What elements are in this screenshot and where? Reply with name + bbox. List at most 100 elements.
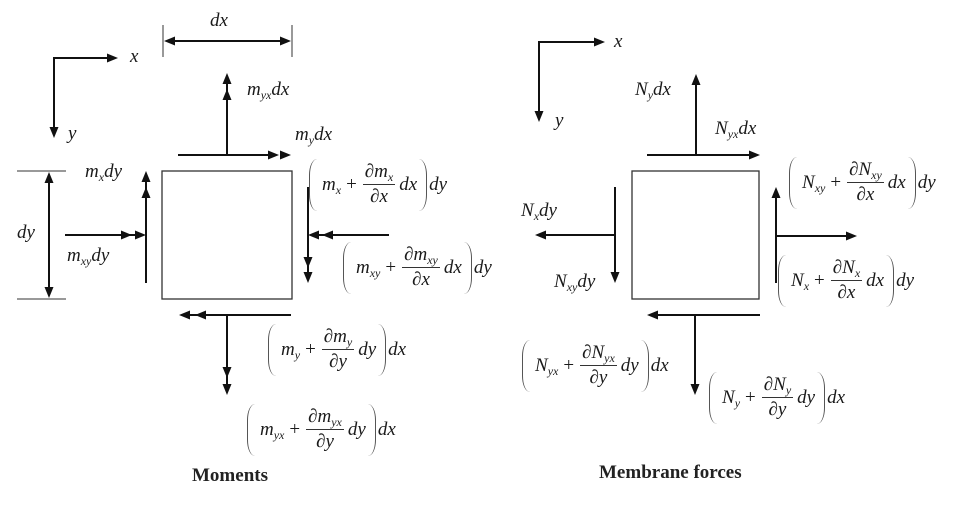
numerator-symbol: m (374, 161, 388, 182)
label-nyx-dx: Nyxdx (715, 118, 756, 140)
base-symbol: N (791, 270, 804, 291)
label-differential: dy (104, 161, 122, 182)
inner-differential: dx (399, 174, 418, 195)
denominator-variable: y (598, 367, 608, 388)
left-paren (709, 372, 717, 424)
inner-differential: dy (620, 355, 639, 376)
moments-axis-x-label: x (130, 46, 139, 67)
formula-myx-increment: myx + ∂myx ∂y dy dx (247, 402, 396, 458)
left-paren (522, 340, 530, 392)
base-subscript: yx (547, 364, 559, 378)
mx-dy-arrowhead-outer (141, 171, 151, 182)
numerator-subscript: x (387, 170, 394, 184)
fraction-numerator: ∂Ny (761, 374, 794, 398)
label-symbol: N (715, 118, 728, 139)
base-symbol: N (722, 387, 735, 408)
denominator-variable: y (325, 431, 334, 452)
left-paren (247, 404, 255, 456)
my-increment-arrowhead-inner (195, 310, 206, 320)
inner-differential: dy (797, 387, 816, 408)
plus-sign: + (385, 257, 397, 278)
membrane-forces-caption: Membrane forces (599, 462, 742, 483)
partial-symbol: ∂ (316, 431, 326, 452)
left-paren (343, 242, 351, 294)
left-paren (309, 159, 317, 211)
numerator-symbol: N (773, 374, 786, 395)
inner-differential: dx (866, 270, 885, 291)
label-symbol: m (295, 124, 309, 145)
label-differential: dy (539, 200, 557, 221)
moments-y-axis-arrowhead (49, 127, 59, 138)
denominator-variable: x (421, 269, 430, 290)
partial-derivative-fraction: ∂Nxy ∂x (847, 159, 884, 207)
mx-dy-arrowhead-inner (141, 187, 151, 198)
dy-dimension-arrowhead-top (44, 172, 54, 183)
plus-sign: + (745, 387, 756, 408)
partial-symbol: ∂ (763, 374, 774, 395)
nyx-increment-arrowhead (647, 310, 658, 320)
fraction-numerator: ∂Nxy (847, 159, 884, 183)
numerator-symbol: m (317, 406, 332, 427)
label-mxy-dy: mxydy (67, 245, 109, 267)
outer-differential: dy (429, 174, 448, 195)
partial-symbol: ∂ (837, 282, 847, 303)
base-symbol: N (535, 355, 548, 376)
base-subscript: y (734, 396, 741, 410)
plus-sign: + (830, 172, 842, 193)
label-symbol: N (635, 79, 648, 100)
right-paren (908, 157, 916, 209)
fraction-numerator: ∂mx (362, 161, 396, 185)
nxy-increment-arrowhead (771, 187, 781, 198)
fraction-numerator: ∂mxy (402, 244, 440, 268)
base-subscript: y (294, 348, 301, 362)
plus-sign: + (814, 270, 825, 291)
formula-base-term: myx (260, 419, 284, 441)
my-dx-arrowhead-outer (280, 150, 291, 160)
partial-symbol: ∂ (323, 326, 334, 347)
mx-increment-arrowhead-outer (303, 272, 313, 283)
mxy-increment-arrowhead-inner (322, 230, 333, 240)
formula-my-increment: my + ∂my ∂y dy dx (268, 322, 406, 378)
myx-increment-arrowhead-outer (222, 384, 232, 395)
partial-symbol: ∂ (404, 244, 414, 265)
formula-base-term: mx (322, 174, 341, 196)
membrane-x-axis-arrowhead (594, 37, 605, 47)
base-subscript: xy (814, 181, 826, 195)
label-myx-dx: myxdx (247, 79, 289, 101)
membrane-y-axis-arrowhead (534, 111, 544, 122)
fraction-denominator: ∂y (767, 398, 789, 422)
outer-differential: dx (827, 387, 846, 408)
fraction-denominator: ∂y (327, 350, 349, 374)
numerator-subscript: y (346, 335, 353, 349)
ny-dx-arrowhead (691, 74, 701, 85)
numerator-symbol: N (591, 342, 605, 363)
outer-differential: dy (917, 172, 936, 193)
base-symbol: m (322, 174, 336, 195)
fraction-denominator: ∂x (368, 185, 390, 209)
base-symbol: m (260, 419, 274, 440)
formula-mxy-increment: mxy + ∂mxy ∂x dx dy (343, 240, 492, 296)
outer-differential: dy (473, 257, 492, 278)
label-differential: dx (271, 79, 290, 100)
moments-panel-geometry (17, 25, 389, 395)
numerator-symbol: N (858, 159, 872, 180)
fraction-numerator: ∂myx (306, 406, 344, 430)
label-mx-dy: mxdy (85, 161, 122, 183)
label-subscript: yx (727, 127, 739, 141)
numerator-symbol: m (333, 326, 347, 347)
inner-differential: dy (347, 419, 366, 440)
numerator-subscript: xy (427, 253, 438, 267)
moments-caption: Moments (192, 465, 268, 486)
numerator-subscript: x (854, 266, 861, 280)
base-symbol: N (802, 172, 815, 193)
outer-differential: dy (896, 270, 915, 291)
formula-base-term: Nxy (802, 172, 825, 194)
label-subscript: yx (260, 88, 272, 102)
partial-symbol: ∂ (370, 186, 380, 207)
dx-dimension-arrowhead-left (164, 36, 175, 46)
partial-symbol: ∂ (412, 269, 422, 290)
base-subscript: yx (273, 428, 285, 442)
denominator-variable: x (379, 186, 388, 207)
label-nxy-dy: Nxydy (554, 271, 595, 293)
